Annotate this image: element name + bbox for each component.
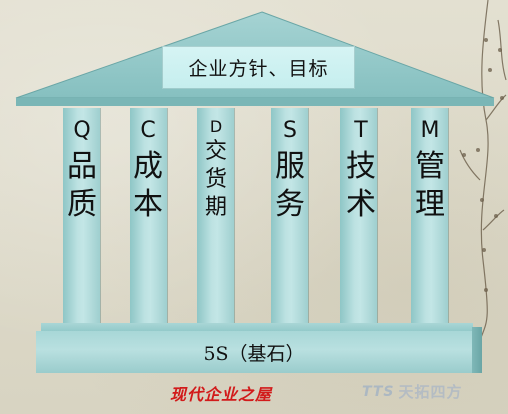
pillar-q [63,108,100,328]
pillar-d [197,108,234,328]
pillar-s-letter: S [283,118,297,143]
pillar-m-name: 管 理 [415,149,445,222]
pillar-c-label: C 成 本 [120,118,176,224]
pillar-d-label: D 交 货 期 [188,118,244,222]
pillar-s-label: S 服 务 [262,118,318,224]
roof: 企业方针、目标 [0,0,508,110]
watermark-logo: TTS [362,383,395,400]
pillar-m-label: M 管 理 [402,118,458,224]
pillar-c-name: 成 本 [133,149,163,222]
pillar-d-letter: D [209,117,223,136]
pillar-c-letter: C [140,118,156,143]
pillar-c [130,108,167,328]
pillar-q-name: 品 质 [67,149,97,222]
pillar-s-name: 服 务 [275,149,305,222]
pillar-m [411,108,448,328]
base-top-step [41,323,473,331]
pillar-s [271,108,308,328]
pillar-t-label: T 技 术 [333,118,389,224]
pillar-q-letter: Q [73,118,91,143]
foundation-label: 5S（基石） [203,342,305,365]
watermark-text: 天拓四方 [398,383,463,401]
foundation-base: 5S（基石） [36,331,472,373]
pillar-t [340,108,377,328]
watermark: TTS 天拓四方 [362,381,463,402]
pillar-t-name: 技 术 [346,149,376,222]
pillar-q-label: Q 品 质 [54,118,110,224]
base-side-shadow [472,327,482,373]
pillar-d-name: 交 货 期 [204,139,227,220]
diagram-caption: 现代企业之屋 [170,385,273,404]
pillar-t-letter: T [354,118,368,143]
roof-title: 企业方针、目标 [162,46,355,89]
pillar-m-letter: M [420,118,440,143]
